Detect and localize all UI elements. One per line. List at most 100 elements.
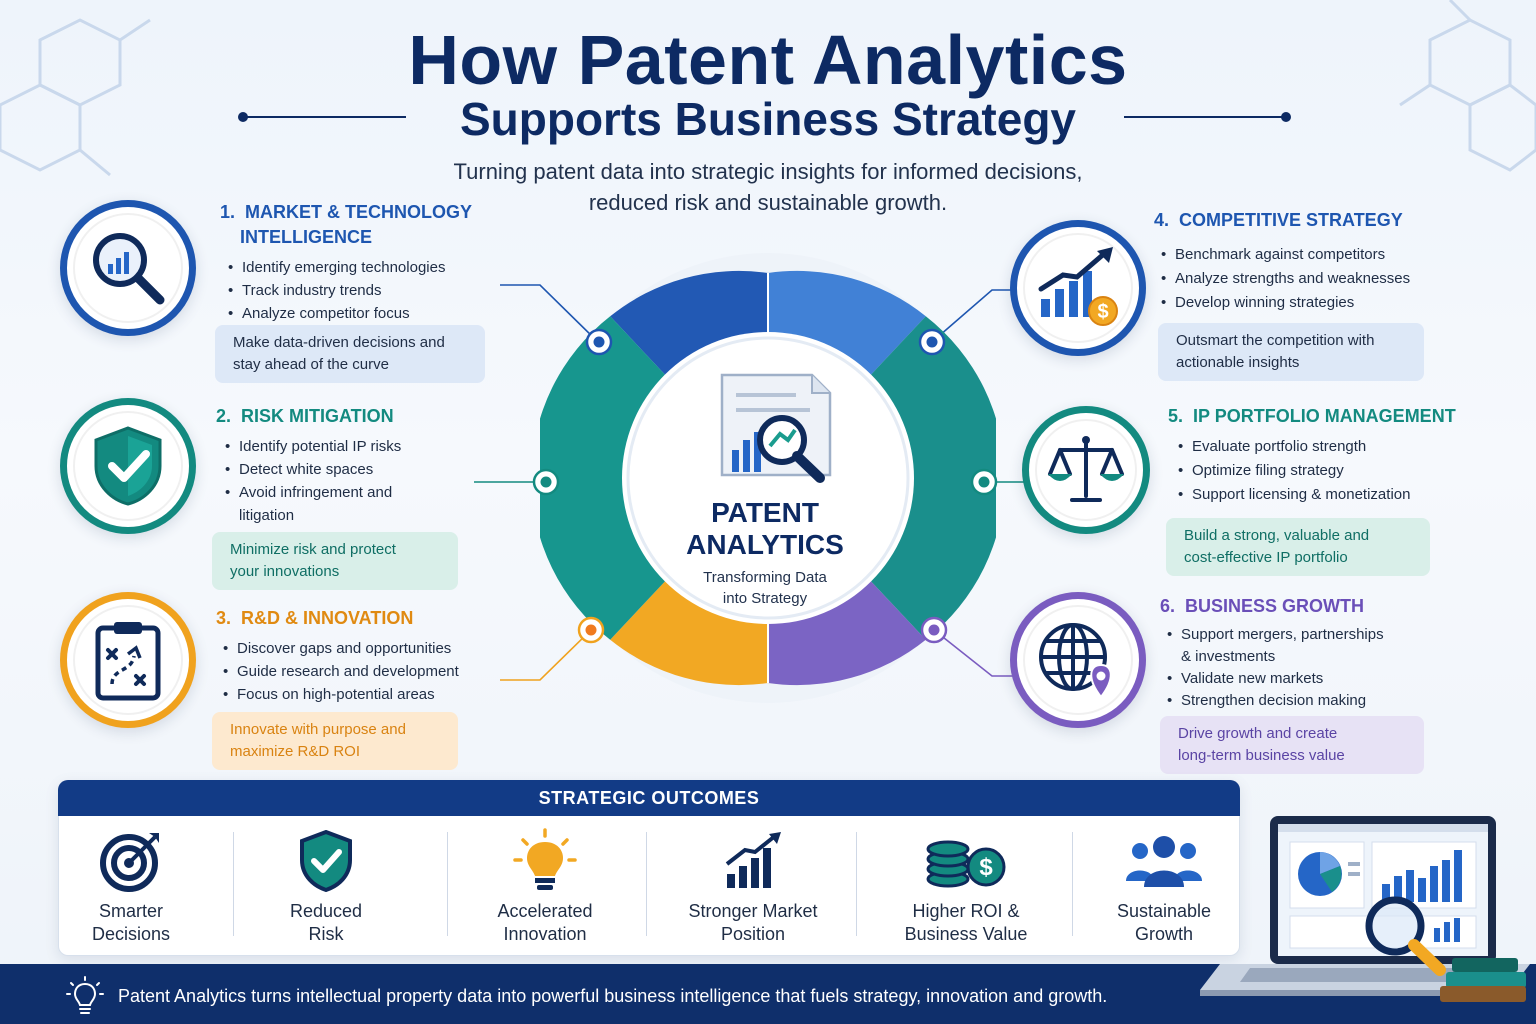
connector-nodes: [532, 328, 998, 644]
section-4-bullets: Benchmark against competitors Analyze st…: [1159, 243, 1454, 315]
wheel-segment-innovation: [610, 575, 768, 686]
outcome-reduced-risk: Reduced Risk: [228, 826, 424, 946]
document-magnifier-icon: [720, 373, 832, 483]
strategic-outcomes-heading: STRATEGIC OUTCOMES: [58, 780, 1240, 816]
coins-dollar-icon: $: [926, 840, 1006, 888]
section-5: 5. IP PORTFOLIO MANAGEMENT Evaluate port…: [1168, 404, 1468, 507]
section-1-bullets: Identify emerging technologies Track ind…: [226, 256, 500, 325]
center-label: PATENT ANALYTICS: [640, 497, 890, 561]
outcome-stronger-market-position: Stronger Market Position: [655, 826, 851, 946]
list-item: Benchmark against competitors: [1159, 243, 1454, 267]
outcome-higher-roi: $ Higher ROI & Business Value: [868, 826, 1064, 946]
section-6-callout: Drive growth and create long-term busine…: [1160, 716, 1424, 774]
wheel-center-disc: [622, 332, 914, 624]
svg-text:$: $: [1097, 301, 1108, 323]
section-1-heading-line2: INTELLIGENCE: [240, 227, 373, 247]
outcome-label: Position: [720, 924, 786, 944]
section-6-number: 6.: [1160, 596, 1176, 616]
svg-text:$: $: [979, 854, 993, 881]
section-1-heading-line1: MARKET & TECHNOLOGY: [245, 202, 473, 222]
wheel-segment-risk: [540, 316, 671, 640]
section-2-bullets: Identify potential IP risks Detect white…: [223, 435, 476, 527]
wheel-segment-market-intelligence: [610, 270, 768, 381]
scales-icon: [1048, 436, 1124, 502]
section-1: 1. MARKET & TECHNOLOGY INTELLIGENCE Iden…: [220, 200, 500, 325]
section-3-number: 3.: [216, 608, 232, 628]
wheel-segment-competitive: [768, 270, 926, 381]
section-4-icon-circle: $: [1010, 220, 1146, 356]
shield-check-icon: [94, 426, 162, 506]
laptop-illustration: [1200, 816, 1530, 1002]
section-2-number: 2.: [216, 406, 232, 426]
list-item: & investments: [1181, 648, 1276, 665]
section-3-callout: Innovate with purpose and maximize R&D R…: [212, 712, 458, 770]
section-6: 6. BUSINESS GROWTH Support mergers, part…: [1160, 594, 1450, 712]
shield-check-icon: [300, 830, 352, 892]
section-1-icon-circle: [60, 200, 196, 336]
section-5-callout: Build a strong, valuable and cost-effect…: [1166, 518, 1430, 576]
lightbulb-icon: [513, 828, 577, 890]
section-6-icon-circle: [1010, 592, 1146, 728]
outcome-label: Stronger Market: [688, 901, 818, 921]
section-4-callout: Outsmart the competition with actionable…: [1158, 323, 1424, 381]
globe-pin-icon: [1039, 623, 1112, 699]
section-3-heading-line1: R&D & INNOVATION: [241, 608, 414, 628]
list-item: Track industry trends: [226, 279, 500, 302]
list-item: Validate new markets: [1165, 668, 1450, 690]
list-item: litigation: [239, 507, 295, 524]
section-4: 4. COMPETITIVE STRATEGY Benchmark agains…: [1154, 208, 1454, 315]
callout-line: Outsmart the competition with: [1176, 332, 1375, 349]
section-1-number: 1.: [220, 202, 236, 222]
outcome-smarter-decisions: Smarter Decisions: [33, 826, 229, 946]
page-title: How Patent Analytics: [408, 21, 1128, 99]
outcome-label: Decisions: [91, 924, 171, 944]
outcome-label: Sustainable: [1116, 901, 1212, 921]
section-5-heading: 5. IP PORTFOLIO MANAGEMENT: [1168, 404, 1468, 429]
connector-lines: [474, 284, 1032, 681]
section-3-bullets: Discover gaps and opportunities Guide re…: [221, 637, 486, 706]
section-5-heading-line1: IP PORTFOLIO MANAGEMENT: [1193, 406, 1456, 426]
wheel-segment-portfolio: [865, 316, 996, 640]
list-item: Identify emerging technologies: [226, 256, 500, 279]
molecule-decoration-left: [0, 18, 151, 177]
lightbulb-outline-icon: [66, 976, 104, 1014]
outcome-label: Business Value: [904, 924, 1028, 944]
people-group-icon: [1126, 836, 1202, 887]
subtitle-rule-dot-left: [238, 112, 248, 122]
section-2-callout: Minimize risk and protect your innovatio…: [212, 532, 458, 590]
clipboard-strategy-icon: [95, 622, 161, 701]
bar-chart-arrow-icon: [725, 832, 781, 888]
section-5-icon-circle: [1022, 406, 1150, 534]
magnifier-chart-icon: [93, 233, 165, 305]
list-item: Optimize filing strategy: [1176, 459, 1468, 483]
outcome-label: Growth: [1134, 924, 1194, 944]
section-6-bullets: Support mergers, partnerships & investme…: [1165, 624, 1450, 712]
outcome-divider: [856, 832, 857, 936]
list-item: Develop winning strategies: [1159, 291, 1454, 315]
section-1-heading: 1. MARKET & TECHNOLOGY INTELLIGENCE: [220, 200, 500, 250]
section-6-heading-line1: BUSINESS GROWTH: [1185, 596, 1365, 616]
molecule-decoration-right: [1399, 0, 1536, 172]
outcome-label: Accelerated: [497, 901, 593, 921]
outcome-sustainable-growth: Sustainable Growth: [1066, 826, 1262, 946]
tagline-line1: Turning patent data into strategic insig…: [453, 159, 1083, 184]
outcome-divider: [233, 832, 234, 936]
list-item: Analyze competitor focus: [226, 302, 500, 325]
callout-line: Make data-driven decisions and: [233, 334, 445, 351]
section-4-number: 4.: [1154, 210, 1170, 230]
center-sub-line2: into Strategy: [722, 590, 808, 607]
list-item: Guide research and development: [221, 660, 486, 683]
section-3: 3. R&D & INNOVATION Discover gaps and op…: [216, 606, 486, 706]
center-sub-line1: Transforming Data: [703, 569, 827, 586]
section-4-heading: 4. COMPETITIVE STRATEGY: [1154, 208, 1454, 233]
list-item: Avoid infringement and: [223, 481, 476, 504]
list-item: Strengthen decision making: [1165, 690, 1450, 712]
outcome-accelerated-innovation: Accelerated Innovation: [447, 826, 643, 946]
section-2-icon-circle: [60, 398, 196, 534]
center-label-line1: PATENT: [711, 497, 819, 528]
section-2: 2. RISK MITIGATION Identify potential IP…: [216, 404, 476, 527]
subtitle-rule-left: [244, 116, 406, 118]
outcome-label: Innovation: [503, 924, 587, 944]
subtitle-rule-right: [1124, 116, 1286, 118]
list-item: Support mergers, partnerships: [1165, 624, 1450, 646]
